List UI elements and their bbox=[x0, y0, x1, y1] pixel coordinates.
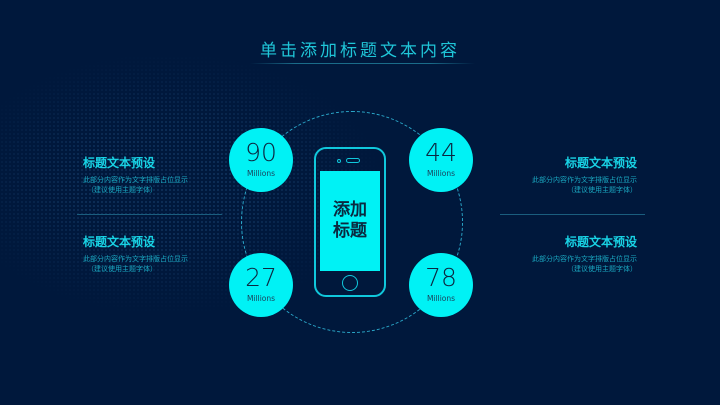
text-block-top-right: 标题文本预设 此部分内容作为文字排版占位显示 （建议使用主题字体） bbox=[477, 154, 637, 195]
stat-unit: Millions bbox=[246, 294, 276, 303]
text-block-bottom-right: 标题文本预设 此部分内容作为文字排版占位显示 （建议使用主题字体） bbox=[477, 233, 637, 274]
stat-unit: Millions bbox=[426, 169, 456, 178]
block-desc-line2: （建议使用主题字体） bbox=[87, 265, 157, 273]
block-desc-line1: 此部分内容作为文字排版占位显示 bbox=[532, 176, 637, 184]
phone-illustration: 添加标题 bbox=[314, 147, 386, 297]
stat-value: 27 bbox=[245, 263, 277, 292]
phone-screen: 添加标题 bbox=[320, 171, 380, 271]
phone-screen-text: 添加标题 bbox=[333, 200, 367, 241]
text-block-bottom-left: 标题文本预设 此部分内容作为文字排版占位显示 （建议使用主题字体） bbox=[83, 233, 243, 274]
block-desc-line2: （建议使用主题字体） bbox=[567, 186, 637, 194]
stat-circle-top-right: 44 Millions bbox=[409, 128, 473, 192]
stat-value: 90 bbox=[245, 138, 277, 167]
block-heading: 标题文本预设 bbox=[83, 235, 156, 249]
block-desc-line2: （建议使用主题字体） bbox=[87, 186, 157, 194]
stat-circle-bottom-right: 78 Millions bbox=[409, 253, 473, 317]
block-heading: 标题文本预设 bbox=[564, 156, 637, 170]
block-desc-line2: （建议使用主题字体） bbox=[567, 265, 637, 273]
camera-icon bbox=[337, 159, 341, 163]
page-title: 单击添加标题文本内容 bbox=[260, 41, 460, 61]
dashed-ring bbox=[241, 111, 463, 333]
stat-circle-top-left: 90 Millions bbox=[229, 128, 293, 192]
stat-unit: Millions bbox=[246, 169, 276, 178]
block-heading: 标题文本预设 bbox=[564, 235, 637, 249]
block-heading: 标题文本预设 bbox=[83, 156, 156, 170]
divider-left bbox=[77, 214, 222, 215]
stat-unit: Millions bbox=[426, 294, 456, 303]
speaker-icon bbox=[346, 158, 360, 163]
title-underline bbox=[250, 63, 475, 64]
block-desc-line1: 此部分内容作为文字排版占位显示 bbox=[532, 255, 637, 263]
text-block-top-left: 标题文本预设 此部分内容作为文字排版占位显示 （建议使用主题字体） bbox=[83, 154, 243, 195]
stat-circle-bottom-left: 27 Millions bbox=[229, 253, 293, 317]
stat-value: 78 bbox=[425, 263, 457, 292]
divider-right bbox=[500, 214, 645, 215]
block-desc-line1: 此部分内容作为文字排版占位显示 bbox=[83, 176, 188, 184]
stat-value: 44 bbox=[425, 138, 457, 167]
home-button-icon bbox=[342, 275, 358, 291]
block-desc-line1: 此部分内容作为文字排版占位显示 bbox=[83, 255, 188, 263]
